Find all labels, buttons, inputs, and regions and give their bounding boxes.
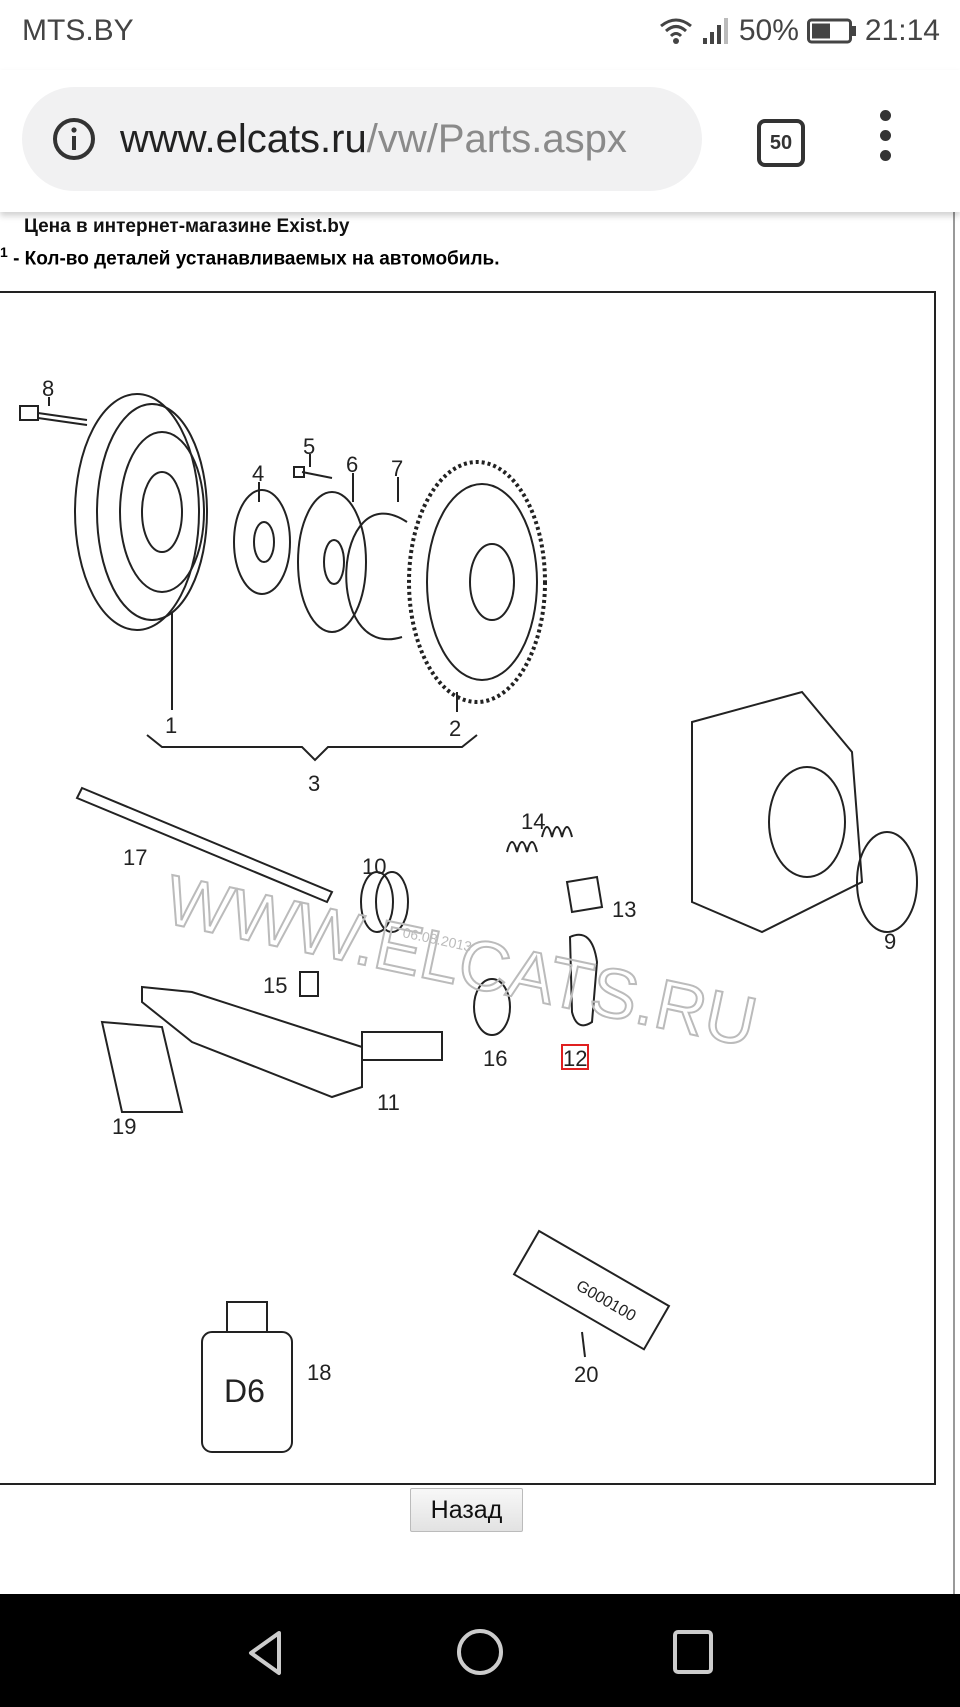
more-menu-icon[interactable]	[873, 110, 897, 170]
battery-icon	[806, 18, 856, 44]
tab-switcher-button[interactable]: 50	[757, 119, 805, 167]
label-11[interactable]: 11	[377, 1090, 400, 1115]
wifi-icon	[659, 18, 692, 44]
label-15[interactable]: 15	[263, 973, 287, 998]
label-10[interactable]: 10	[362, 854, 386, 879]
part-grease-tube-20: G000100	[512, 1229, 671, 1351]
part-pressure-plate-1	[74, 393, 208, 631]
note-marker: 1	[0, 244, 8, 260]
part-bush-16	[473, 978, 511, 1036]
recents-nav-icon[interactable]	[672, 1629, 714, 1675]
label-17[interactable]: 17	[123, 845, 147, 870]
part-housing-9	[691, 690, 918, 934]
exploded-view-drawing: D6 G000100 8 5 4 6 7 1 2 3 14 17 10 13 9…	[19, 376, 918, 1453]
part-ring-4	[233, 489, 291, 595]
signal-icon	[702, 18, 728, 44]
info-icon	[53, 118, 95, 160]
part-number-labels: 8 5 4 6 7 1 2 3 14 17 10 13 9 15 16 12 1…	[42, 376, 896, 1387]
label-18[interactable]: 18	[307, 1360, 331, 1385]
highlight-box	[561, 1044, 589, 1070]
label-14[interactable]: 14	[521, 809, 545, 834]
battery-percent: 50%	[738, 14, 799, 47]
part-spring-ring-7	[345, 512, 408, 641]
part-springs-14	[506, 826, 573, 853]
label-6[interactable]: 6	[346, 452, 358, 477]
label-12[interactable]: 12	[563, 1046, 587, 1071]
part-release-fork-11	[141, 985, 443, 1099]
part-cable-17	[75, 786, 334, 904]
label-7[interactable]: 7	[391, 456, 403, 481]
label-2[interactable]: 2	[449, 716, 461, 741]
part-oil-bottle-18: D6	[201, 1301, 293, 1453]
carrier-name: MTS.BY	[22, 14, 134, 47]
label-1[interactable]: 1	[165, 713, 177, 738]
label-19[interactable]: 19	[112, 1114, 136, 1139]
price-note-text: Цена в интернет-магазине Exist.by	[24, 216, 350, 237]
label-3[interactable]: 3	[308, 771, 320, 796]
part-clutch-disc-2	[407, 460, 547, 704]
back-nav-icon[interactable]	[245, 1629, 285, 1677]
page-edge	[953, 212, 955, 1594]
back-button[interactable]: Назад	[410, 1488, 523, 1532]
status-bar: MTS.BY 50% 21:14	[0, 0, 960, 70]
clock: 21:14	[864, 14, 940, 47]
label-8[interactable]: 8	[42, 376, 54, 401]
part-pedal-pad-19	[100, 1020, 184, 1113]
part-clip-15	[299, 971, 319, 997]
tube-label: G000100	[573, 1277, 639, 1325]
quantity-note: 1 - Кол-во деталей устанавливаемых на ав…	[0, 244, 500, 270]
label-20[interactable]: 20	[574, 1362, 598, 1387]
label-5[interactable]: 5	[303, 434, 315, 459]
note-text: - Кол-во деталей устанавливаемых на авто…	[13, 248, 500, 270]
part-plate-6	[297, 491, 367, 633]
part-screw-5	[293, 466, 333, 479]
url-text[interactable]: www.elcats.ru/vw/Parts.aspx	[120, 116, 627, 161]
browser-toolbar: www.elcats.ru/vw/Parts.aspx 50	[0, 70, 960, 212]
label-16[interactable]: 16	[483, 1046, 507, 1071]
label-4[interactable]: 4	[252, 461, 264, 486]
android-nav-bar	[0, 1594, 960, 1707]
part-lever-12	[568, 933, 599, 1027]
part-bolt-8	[19, 405, 88, 426]
parts-diagram: D6 G000100 8 5 4 6 7 1 2 3 14 17 10 13 9…	[0, 291, 936, 1485]
part-clip-13	[565, 875, 604, 914]
bottle-label: D6	[224, 1373, 265, 1409]
home-nav-icon[interactable]	[455, 1627, 505, 1677]
label-9[interactable]: 9	[884, 929, 896, 954]
label-13[interactable]: 13	[612, 897, 636, 922]
watermark: WWW.ELCATS.RU	[159, 860, 764, 1061]
part-bearing-10	[360, 871, 409, 933]
address-bar[interactable]: www.elcats.ru/vw/Parts.aspx	[22, 87, 702, 191]
